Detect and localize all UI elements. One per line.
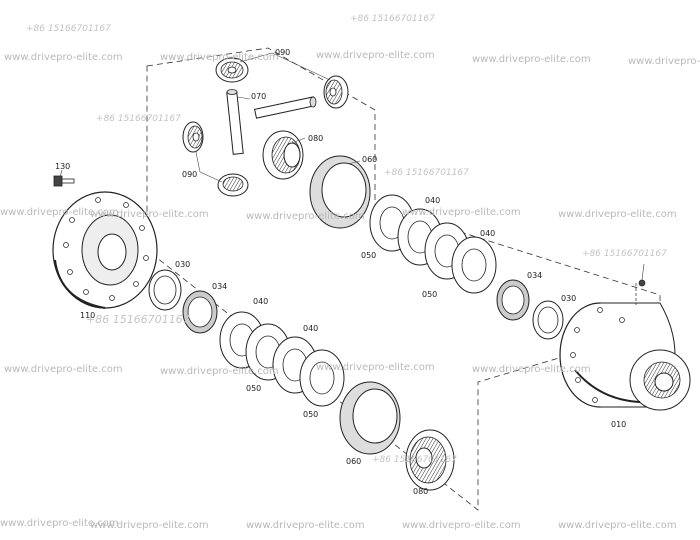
clutch-disc-stack-top <box>369 194 497 294</box>
watermark-url: www.drivepro-elite.com <box>316 362 435 373</box>
part-label-050: 050 <box>361 251 377 260</box>
watermark-phone: +86 15166701167 <box>86 313 190 326</box>
bolt <box>53 175 75 187</box>
part-label-130: 130 <box>55 162 71 171</box>
watermark-url: www.drivepro-elite.com <box>472 54 591 65</box>
part-label-050: 050 <box>303 410 319 419</box>
watermark-url: www.drivepro-elite.com <box>402 520 521 531</box>
watermark-url: www.drivepro-elite.com <box>628 56 700 67</box>
side-gear-top <box>262 130 304 180</box>
watermark-url: www.drivepro-elite.com <box>316 50 435 61</box>
left-housing-cover <box>52 191 158 309</box>
watermark-url: www.drivepro-elite.com <box>246 520 365 531</box>
part-label-060: 060 <box>362 155 378 164</box>
watermark-url: www.drivepro-elite.com <box>558 520 677 531</box>
watermark-url: www.drivepro-elite.com <box>90 209 209 220</box>
part-label-040: 040 <box>303 324 319 333</box>
part-label-090: 090 <box>182 170 198 179</box>
part-label-010: 010 <box>611 420 627 429</box>
pressure-ring-bottom <box>339 381 401 455</box>
part-label-080: 080 <box>413 487 429 496</box>
watermark-url: www.drivepro-elite.com <box>0 207 119 218</box>
watermark-phone: +86 15166701167 <box>372 455 457 465</box>
watermark-url: www.drivepro-elite.com <box>4 364 123 375</box>
part-label-050: 050 <box>246 384 262 393</box>
bolt-right <box>635 279 646 305</box>
watermark-phone: +86 15166701167 <box>96 114 181 124</box>
thrust-washer-right <box>532 300 564 340</box>
assembly-boundary <box>146 47 661 511</box>
part-label-070: 070 <box>251 92 267 101</box>
watermark-url: www.drivepro-elite.com <box>558 209 677 220</box>
part-label-050: 050 <box>422 290 438 299</box>
clutch-disc-stack-bottom <box>219 311 345 407</box>
watermark-url: www.drivepro-elite.com <box>402 207 521 218</box>
bevel-pinion-gear-bottom <box>217 173 249 197</box>
bevel-pinion-gear-top <box>215 57 249 83</box>
watermark-url: www.drivepro-elite.com <box>4 52 123 63</box>
part-label-080: 080 <box>308 134 324 143</box>
part-label-034: 034 <box>527 271 543 280</box>
bevel-pinion-gear-left <box>182 121 204 153</box>
part-label-040: 040 <box>253 297 269 306</box>
watermark-phone: +86 15166701167 <box>384 168 469 178</box>
side-gear-bottom <box>405 429 455 491</box>
shim-left <box>182 290 218 334</box>
part-label-034: 034 <box>212 282 228 291</box>
cross-shaft <box>226 89 317 155</box>
watermark-url: www.drivepro-elite.com <box>160 52 279 63</box>
part-label-090: 090 <box>275 48 291 57</box>
shim-right <box>496 279 530 321</box>
part-label-030: 030 <box>175 260 191 269</box>
thrust-washer-left <box>148 269 182 311</box>
part-label-110: 110 <box>80 311 96 320</box>
leader-lines <box>59 52 645 281</box>
part-label-040: 040 <box>425 196 441 205</box>
part-label-060: 060 <box>346 457 362 466</box>
part-label-040: 040 <box>480 229 496 238</box>
part-label-030: 030 <box>561 294 577 303</box>
bevel-pinion-gear-right <box>323 75 349 109</box>
watermark-phone: +86 15166701167 <box>26 24 111 34</box>
pressure-ring-top <box>309 155 371 229</box>
watermark-url: www.drivepro-elite.com <box>246 211 365 222</box>
watermark-url: www.drivepro-elite.com <box>0 518 119 529</box>
watermark-url: www.drivepro-elite.com <box>160 366 279 377</box>
watermark-phone: +86 15166701167 <box>582 249 667 259</box>
watermark-phone: +86 15166701167 <box>350 14 435 24</box>
differential-housing <box>559 302 691 411</box>
watermark-url: www.drivepro-elite.com <box>90 520 209 531</box>
watermark-url: www.drivepro-elite.com <box>472 364 591 375</box>
